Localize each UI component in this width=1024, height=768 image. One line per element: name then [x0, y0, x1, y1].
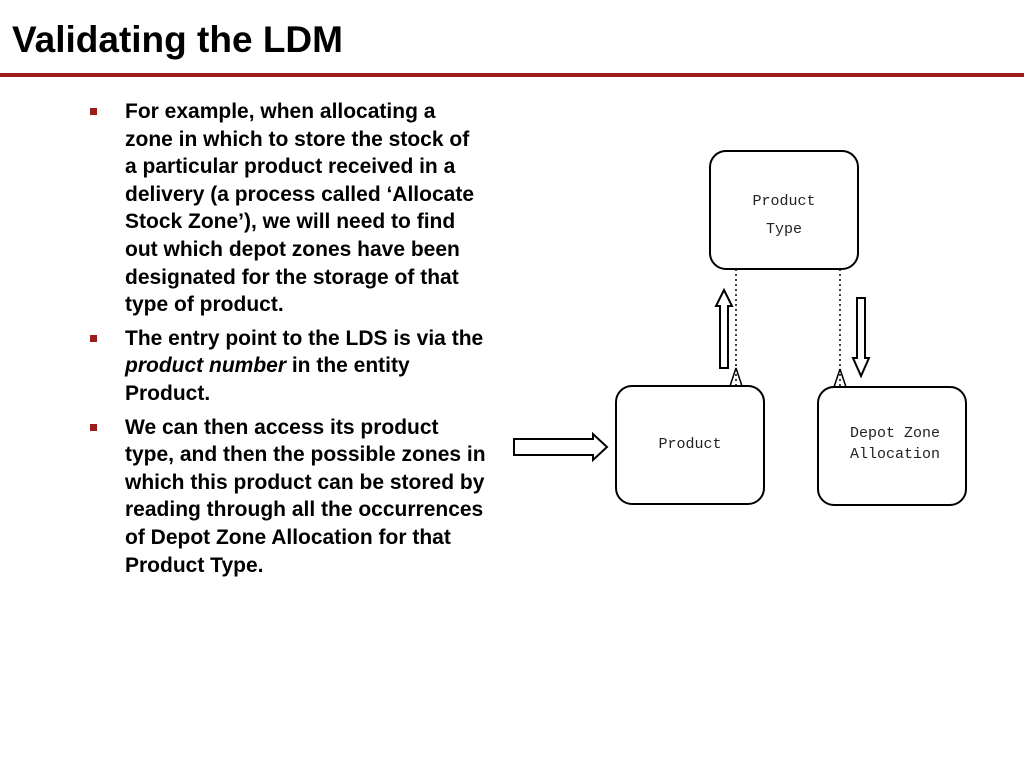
relationship-line [729, 269, 743, 387]
bullet-square-icon [90, 334, 97, 342]
arrow-up-icon [714, 287, 734, 369]
arrow-right-icon [513, 431, 609, 463]
bullet-square-icon [90, 423, 97, 431]
bullet-text: For example, when allocating a zone in w… [125, 100, 475, 317]
arrow-down-icon [851, 297, 871, 379]
bullet-square-icon [90, 108, 97, 115]
entity-label: Depot Zone [850, 425, 940, 442]
entity-box [817, 386, 967, 506]
entity-product-type: Product Type [709, 150, 859, 270]
bullet-item: For example, when allocating a zone in w… [88, 98, 486, 319]
entity-label: Product [752, 193, 815, 210]
bullet-list: For example, when allocating a zone in w… [88, 98, 486, 585]
entity-box [709, 150, 859, 270]
entity-depot-zone-allocation: Depot Zone Allocation [817, 386, 967, 506]
entity-label: Type [766, 221, 802, 238]
bullet-text-part: The entry point to the LDS is via the [125, 326, 484, 350]
relationship-line [833, 269, 847, 388]
title-divider [0, 73, 1024, 77]
slide-title: Validating the LDM [12, 19, 343, 60]
bullet-text: We can then access its product type, and… [125, 415, 486, 577]
entity-label: Product [658, 436, 721, 453]
bullet-text: The entry point to the LDS is via the pr… [125, 327, 483, 405]
bullet-item: The entry point to the LDS is via the pr… [88, 325, 486, 408]
bullet-emphasis: product number [125, 354, 286, 378]
entity-box [615, 385, 765, 505]
entity-label: Allocation [850, 446, 940, 463]
bullet-text-part: in the entity Product. [125, 354, 410, 405]
entity-product: Product [615, 385, 765, 505]
bullet-item: We can then access its product type, and… [88, 414, 486, 580]
